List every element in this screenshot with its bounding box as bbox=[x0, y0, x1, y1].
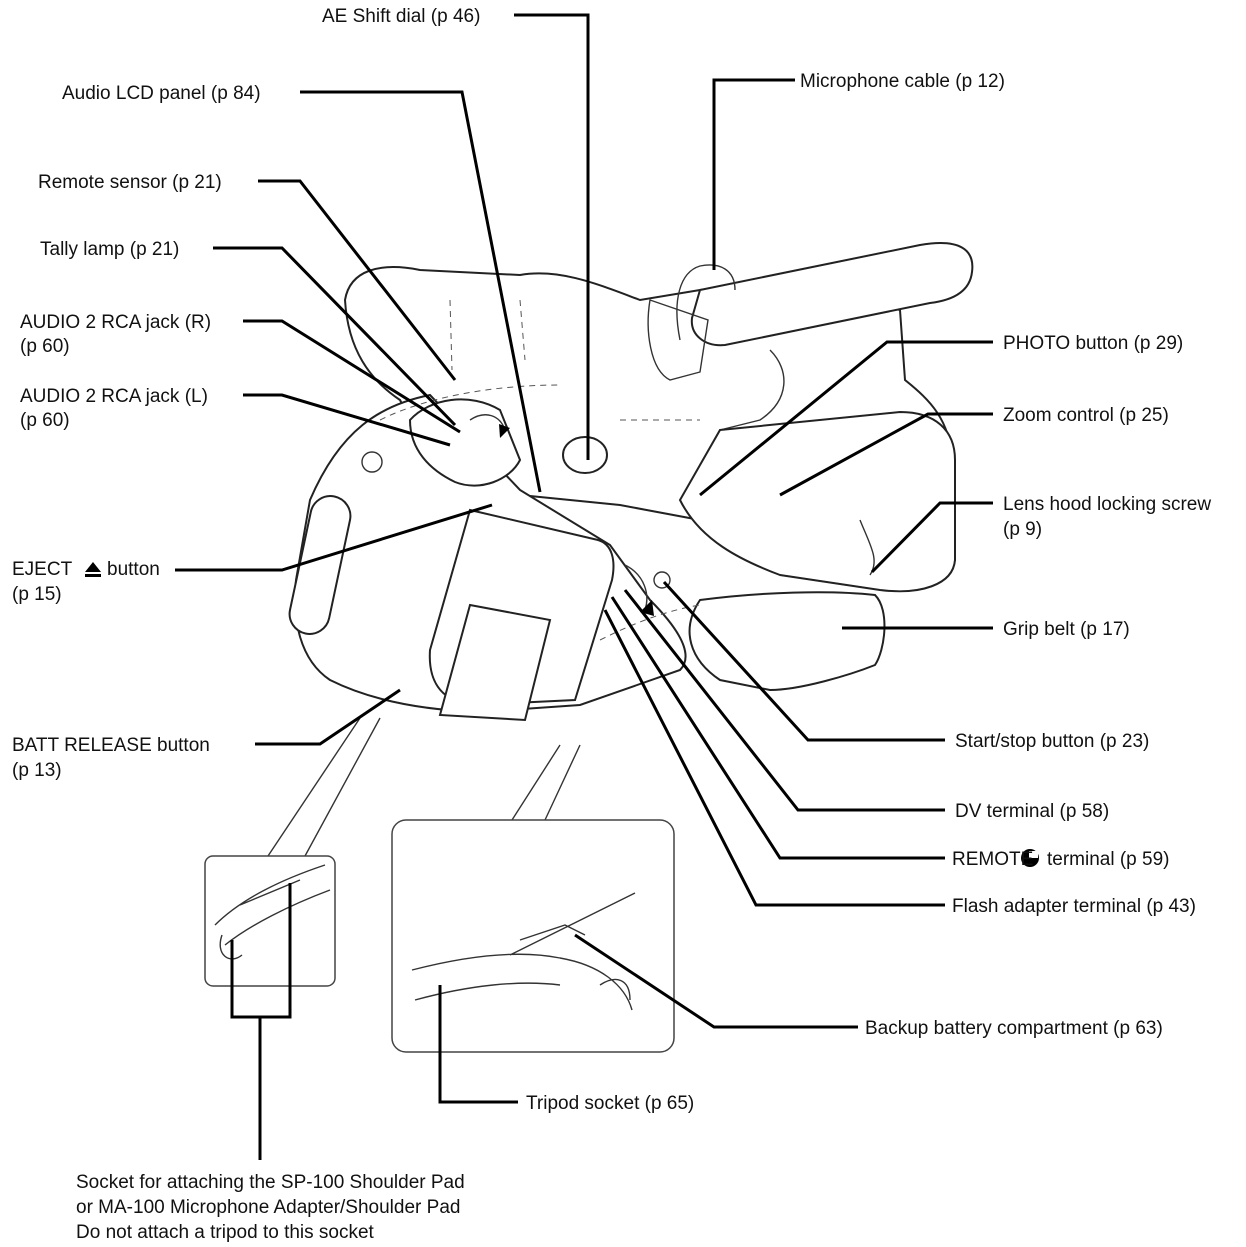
label-photo: PHOTO button (p 29) bbox=[1003, 333, 1183, 354]
label-lens-hood-line2: (p 9) bbox=[1003, 519, 1042, 540]
label-dv-terminal: DV terminal (p 58) bbox=[955, 801, 1109, 822]
inset-right-pointer-b bbox=[545, 745, 580, 820]
inset-left-pointer-a bbox=[268, 718, 360, 856]
lens-barrel bbox=[680, 412, 955, 591]
camcorder-illustration bbox=[286, 243, 972, 720]
label-audio2-r-line2: (p 60) bbox=[20, 336, 70, 357]
leader-mic-cable bbox=[714, 80, 795, 270]
label-backup-battery: Backup battery compartment (p 63) bbox=[865, 1018, 1163, 1039]
label-remote-sensor: Remote sensor (p 21) bbox=[38, 172, 222, 193]
inset-right-pointer-a bbox=[512, 745, 560, 820]
label-start-stop: Start/stop button (p 23) bbox=[955, 731, 1149, 752]
label-grip-belt: Grip belt (p 17) bbox=[1003, 619, 1130, 640]
label-socket-line3: Do not attach a tripod to this socket bbox=[76, 1222, 375, 1243]
label-audio2-l-line2: (p 60) bbox=[20, 410, 70, 431]
label-zoom: Zoom control (p 25) bbox=[1003, 405, 1169, 426]
label-remote-line1: REMOTE bbox=[952, 849, 1033, 870]
label-tripod-socket: Tripod socket (p 65) bbox=[526, 1093, 694, 1114]
label-lens-hood-line1: Lens hood locking screw bbox=[1003, 494, 1211, 515]
label-audio2-r-line1: AUDIO 2 RCA jack (R) bbox=[20, 312, 211, 333]
label-remote-line2: terminal (p 59) bbox=[1047, 849, 1170, 870]
label-tally-lamp: Tally lamp (p 21) bbox=[40, 239, 179, 260]
eject-triangle-icon bbox=[85, 562, 101, 577]
label-audio-lcd: Audio LCD panel (p 84) bbox=[62, 83, 261, 104]
label-flash-adapter: Flash adapter terminal (p 43) bbox=[952, 896, 1196, 917]
label-ae-shift: AE Shift dial (p 46) bbox=[322, 6, 480, 27]
label-mic-cable: Microphone cable (p 12) bbox=[800, 71, 1005, 92]
label-batt-line1: BATT RELEASE button bbox=[12, 735, 210, 756]
label-eject-line2: (p 15) bbox=[12, 584, 62, 605]
label-eject-line1b: button bbox=[107, 559, 160, 580]
inset-left-pointer-b bbox=[305, 718, 380, 856]
ae-shift-dial-shape bbox=[563, 437, 607, 473]
label-audio2-l-line1: AUDIO 2 RCA jack (L) bbox=[20, 386, 208, 407]
label-eject-line1a: EJECT bbox=[12, 559, 73, 580]
inset-tripod-socket bbox=[392, 745, 674, 1052]
label-socket-line1: Socket for attaching the SP-100 Shoulder… bbox=[76, 1172, 465, 1193]
label-batt-line2: (p 13) bbox=[12, 760, 62, 781]
label-socket-line2: or MA-100 Microphone Adapter/Shoulder Pa… bbox=[76, 1197, 460, 1218]
inset-left-frame bbox=[205, 856, 335, 986]
